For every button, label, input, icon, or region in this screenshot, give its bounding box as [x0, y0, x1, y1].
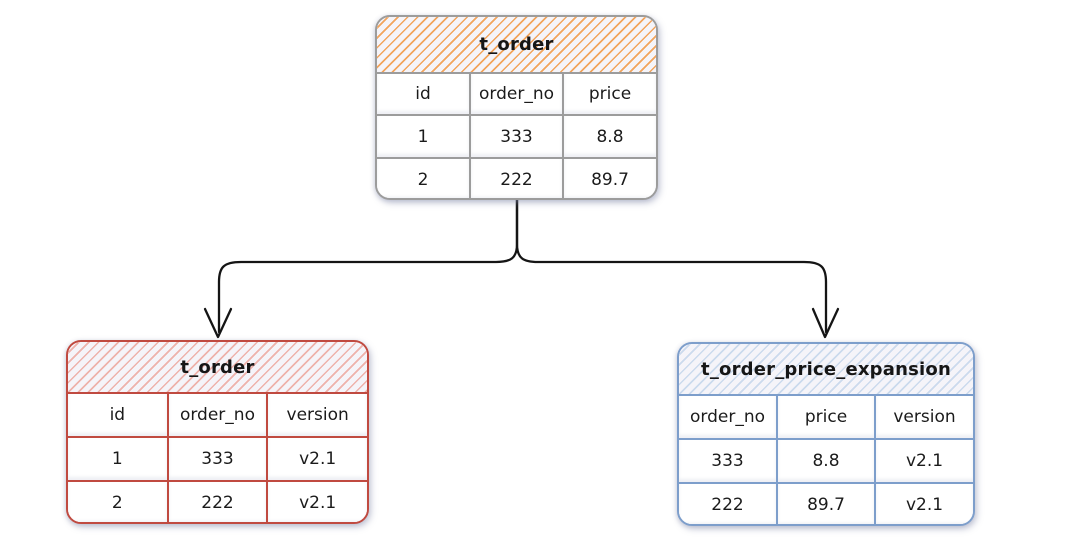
- table-card-t-order-price-expansion: t_order_price_expansion order_no price v…: [677, 342, 975, 526]
- column-header: order_no: [469, 74, 564, 116]
- table-cell: 333: [679, 438, 778, 484]
- table-cell: v2.1: [266, 480, 367, 522]
- table-row: 222 89.7 v2.1: [679, 482, 973, 524]
- table-row: 333 8.8 v2.1: [679, 438, 973, 484]
- table-cell: 2: [68, 480, 169, 522]
- table-card-t-order-source: t_order id order_no price 1 333 8.8 2 22…: [375, 15, 658, 200]
- column-header: price: [776, 396, 876, 440]
- table-cell: 222: [679, 482, 778, 524]
- table-cell: 222: [469, 157, 564, 198]
- arrow-right-branch: [515, 197, 828, 334]
- arrow-left-branch: [217, 197, 519, 334]
- table-cell: 2: [377, 157, 471, 198]
- table-row: 1 333 8.8: [377, 114, 656, 159]
- table-grid: order_no price version 333 8.8 v2.1 222 …: [679, 396, 973, 524]
- table-row: 2 222 89.7: [377, 157, 656, 198]
- column-header: version: [874, 396, 973, 440]
- column-header: version: [266, 394, 367, 438]
- table-cell: 89.7: [562, 157, 656, 198]
- table-cell: v2.1: [874, 438, 973, 484]
- table-card-t-order-sharded: t_order id order_no version 1 333 v2.1 2…: [66, 340, 369, 524]
- header-row: id order_no price: [377, 74, 656, 116]
- column-header: id: [68, 394, 169, 438]
- table-cell: 333: [469, 114, 564, 159]
- table-cell: 333: [166, 436, 269, 482]
- column-header: price: [562, 74, 656, 116]
- table-cell: 8.8: [562, 114, 656, 159]
- arrow-left-head-icon: [203, 307, 233, 339]
- table-title: t_order: [68, 342, 367, 394]
- table-cell: v2.1: [266, 436, 367, 482]
- table-row: 2 222 v2.1: [68, 480, 367, 522]
- table-cell: v2.1: [874, 482, 973, 524]
- arrow-right-head-icon: [811, 307, 840, 339]
- table-cell: 1: [377, 114, 471, 159]
- header-row: order_no price version: [679, 396, 973, 440]
- column-header: order_no: [679, 396, 778, 440]
- table-grid: id order_no price 1 333 8.8 2 222 89.7: [377, 74, 656, 198]
- table-row: 1 333 v2.1: [68, 436, 367, 482]
- table-title: t_order: [377, 17, 656, 74]
- table-grid: id order_no version 1 333 v2.1 2 222 v2.…: [68, 394, 367, 522]
- column-header: id: [377, 74, 471, 116]
- table-title: t_order_price_expansion: [679, 344, 973, 396]
- table-cell: 1: [68, 436, 169, 482]
- table-cell: 89.7: [776, 482, 876, 524]
- table-cell: 8.8: [776, 438, 876, 484]
- header-row: id order_no version: [68, 394, 367, 438]
- column-header: order_no: [166, 394, 269, 438]
- table-cell: 222: [166, 480, 269, 522]
